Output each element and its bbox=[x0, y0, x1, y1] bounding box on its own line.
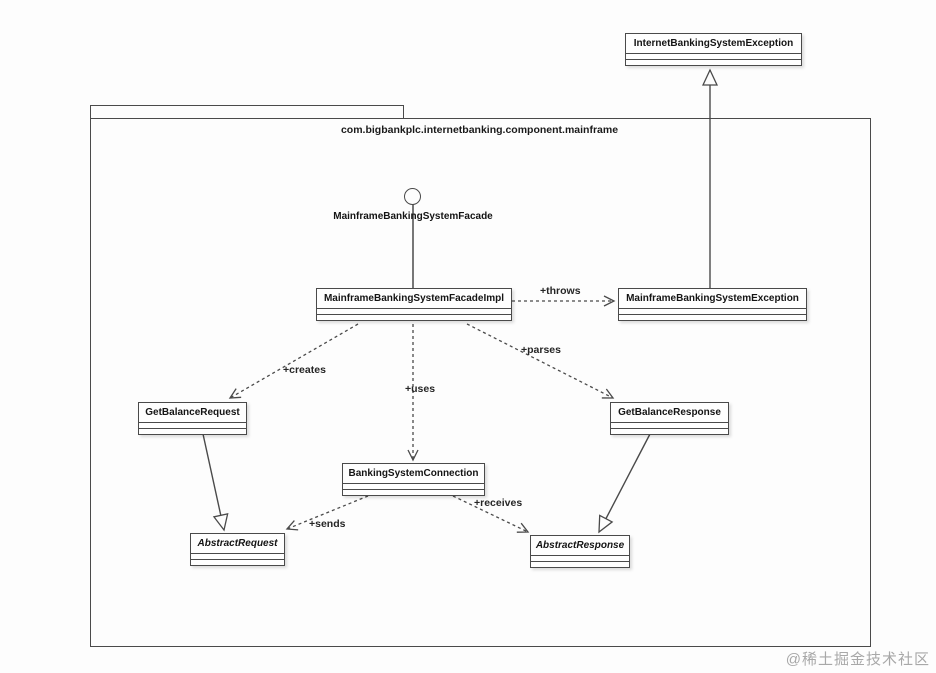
operations-compartment bbox=[611, 428, 728, 434]
class-name: MainframeBankingSystemException bbox=[619, 289, 806, 309]
class-name: AbstractRequest bbox=[191, 534, 284, 554]
class-abstract-request: AbstractRequest bbox=[190, 533, 285, 566]
interface-lollipop-icon bbox=[404, 188, 421, 205]
dependency-sends-line bbox=[285, 495, 369, 531]
operations-compartment bbox=[139, 428, 246, 434]
package-tab bbox=[90, 105, 404, 119]
watermark-text: @稀土掘金技术社区 bbox=[785, 651, 930, 668]
class-name: AbstractResponse bbox=[531, 536, 629, 556]
class-name: MainframeBankingSystemFacadeImpl bbox=[317, 289, 511, 309]
operations-compartment bbox=[191, 559, 284, 565]
class-get-balance-request: GetBalanceRequest bbox=[138, 402, 247, 435]
operations-compartment bbox=[531, 561, 629, 567]
operations-compartment bbox=[619, 314, 806, 320]
operations-compartment bbox=[626, 59, 801, 65]
class-name: BankingSystemConnection bbox=[343, 464, 484, 484]
operations-compartment bbox=[317, 314, 511, 320]
class-name: GetBalanceRequest bbox=[139, 403, 246, 423]
class-abstract-response: AbstractResponse bbox=[530, 535, 630, 568]
package-name: com.bigbankplc.internetbanking.component… bbox=[340, 124, 619, 136]
edge-label-uses: +uses bbox=[405, 383, 436, 395]
class-get-balance-response: GetBalanceResponse bbox=[610, 402, 729, 435]
class-banking-system-connection: BankingSystemConnection bbox=[342, 463, 485, 496]
class-mainframe-banking-system-facade-impl: MainframeBankingSystemFacadeImpl bbox=[316, 288, 512, 321]
edge-label-creates: +creates bbox=[283, 364, 326, 376]
dependency-creates-line bbox=[228, 323, 359, 399]
class-internet-banking-system-exception: InternetBankingSystemException bbox=[625, 33, 802, 66]
interface-name: MainframeBankingSystemFacade bbox=[333, 211, 493, 222]
edge-label-throws: +throws bbox=[540, 285, 581, 297]
dependency-receives-line bbox=[452, 495, 530, 533]
edge-label-receives: +receives bbox=[474, 497, 523, 509]
edge-label-sends: +sends bbox=[309, 518, 346, 530]
generalization-response-line bbox=[599, 433, 651, 532]
edge-label-parses: +parses bbox=[521, 344, 561, 356]
package-border bbox=[90, 118, 871, 647]
generalization-request-line bbox=[202, 433, 224, 530]
operations-compartment bbox=[343, 489, 484, 495]
class-name: InternetBankingSystemException bbox=[626, 34, 801, 54]
class-name: GetBalanceResponse bbox=[611, 403, 728, 423]
class-mainframe-banking-system-exception: MainframeBankingSystemException bbox=[618, 288, 807, 321]
